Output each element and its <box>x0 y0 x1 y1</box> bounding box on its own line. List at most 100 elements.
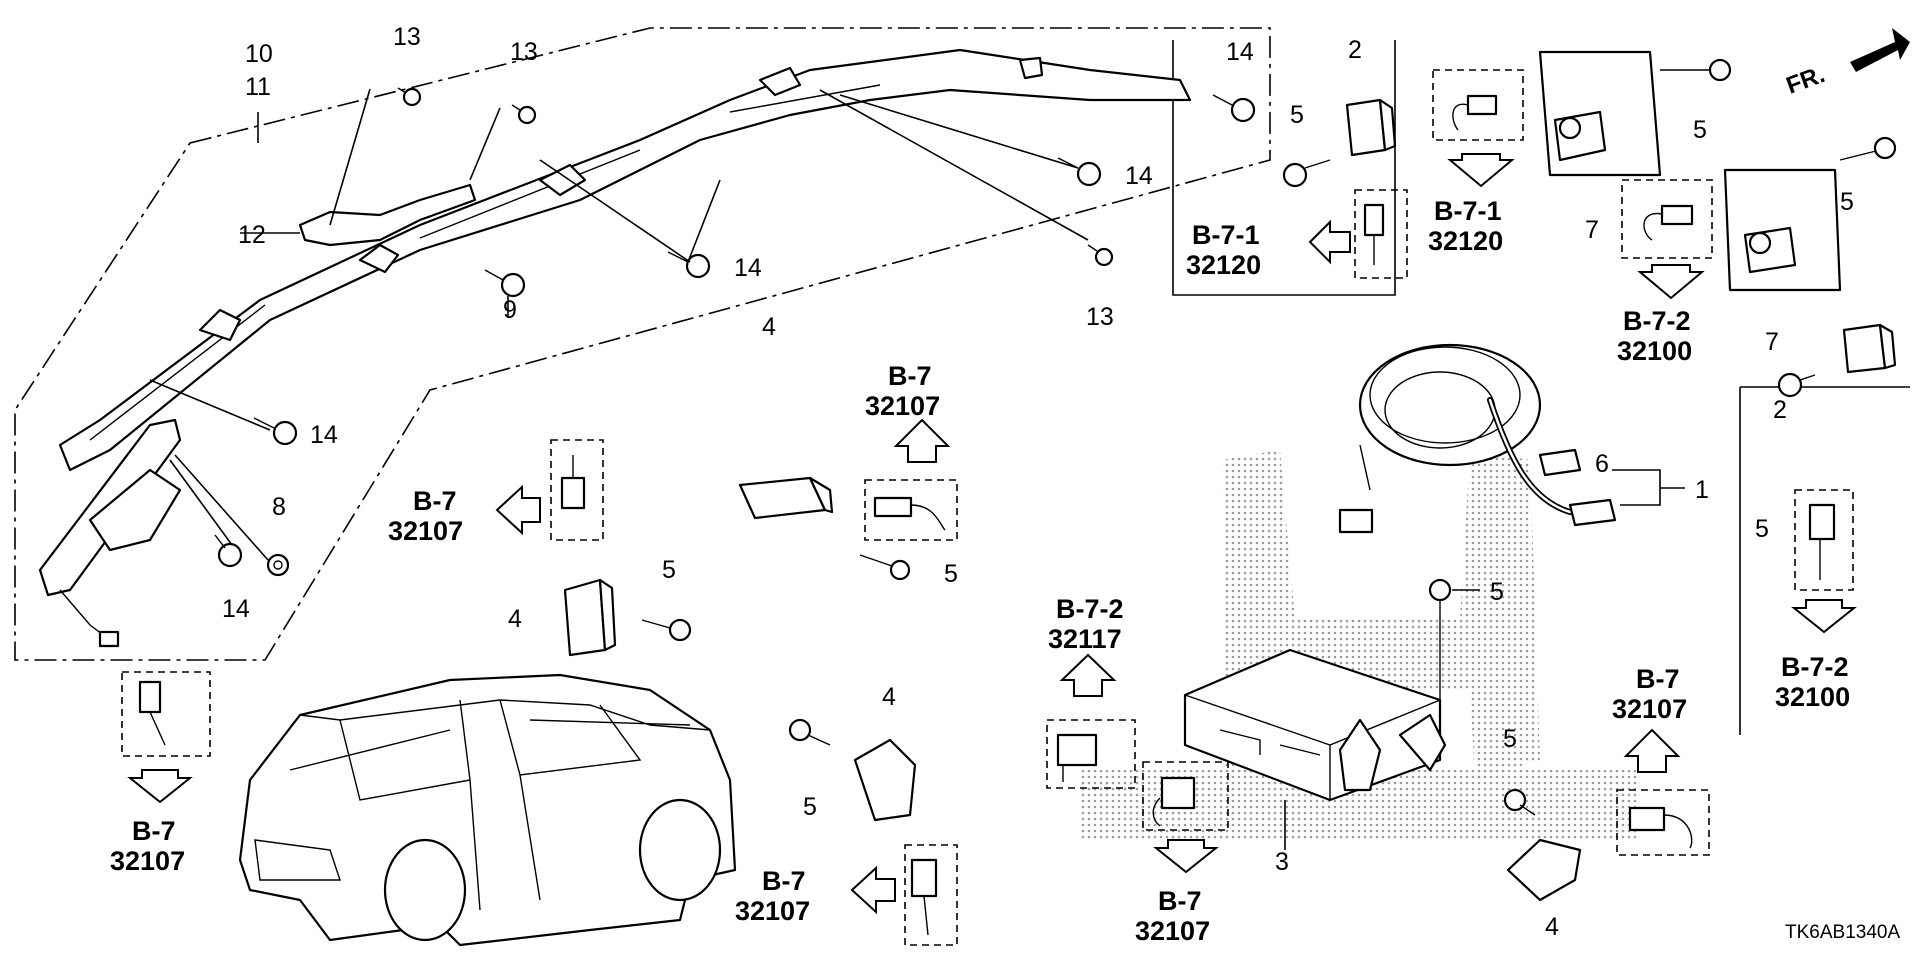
ref-number: 32100 <box>1617 336 1692 366</box>
ref-number: 32100 <box>1775 682 1850 712</box>
part-label-5: 5 <box>1503 725 1517 753</box>
front-label: FR. <box>1783 61 1829 100</box>
arrow-down-2 <box>1447 153 1515 188</box>
part-label-4: 4 <box>508 605 522 633</box>
connector-box-6 <box>121 671 211 757</box>
part-number-labels: 10 11 13 13 12 9 14 14 14 13 14 8 14 5 2… <box>222 23 1854 941</box>
ref-code: B-7 <box>413 486 457 516</box>
connector-box-10 <box>1616 789 1710 856</box>
ref-number: 32107 <box>110 846 185 876</box>
part-label-14: 14 <box>734 254 762 282</box>
ref-code: B-7 <box>888 361 932 391</box>
callout-bracket-1-6 <box>1612 469 1685 506</box>
part-label-2: 2 <box>1773 396 1787 424</box>
bolt-13c <box>1087 244 1114 267</box>
part-label-5: 5 <box>1490 578 1504 606</box>
ref-code: B-7-2 <box>1056 594 1124 624</box>
reference-labels: B-7-1 32120 B-7-1 32120 B-7-2 32100 B-7 … <box>110 196 1850 946</box>
arrow-down-6 <box>127 769 193 804</box>
bolt-5b <box>1777 372 1816 398</box>
arrow-up-7 <box>1059 653 1117 697</box>
connector-box-9 <box>904 844 958 946</box>
part-label-2: 2 <box>1348 36 1362 64</box>
arrow-down-8 <box>1153 839 1219 874</box>
ref-number: 32117 <box>1048 624 1122 654</box>
bolt-5a <box>1282 159 1331 188</box>
ref-code: B-7 <box>132 816 176 846</box>
part-label-14: 14 <box>1226 38 1254 66</box>
arrow-down-11 <box>1791 599 1857 634</box>
part-label-5: 5 <box>1840 188 1854 216</box>
part-label-5: 5 <box>944 560 958 588</box>
knee-airbag-module <box>38 418 182 648</box>
connector-box-2 <box>1432 69 1524 141</box>
curtain-airbag-assembly <box>58 48 1192 472</box>
ref-code: B-7-2 <box>1623 306 1691 336</box>
part-label-12: 12 <box>238 221 266 249</box>
airbag-group-boundary <box>14 27 1271 661</box>
part-label-14: 14 <box>310 421 338 449</box>
ref-number: 32120 <box>1428 226 1503 256</box>
ref-code: B-7 <box>762 866 806 896</box>
ref-code: B-7-2 <box>1781 652 1849 682</box>
clock-spring <box>1338 343 1617 534</box>
srs-control-unit <box>1183 578 1452 802</box>
ref-number: 32107 <box>865 391 940 421</box>
part-label-7: 7 <box>1765 328 1779 356</box>
part-label-5: 5 <box>1290 101 1304 129</box>
bolt-9 <box>484 269 526 298</box>
arrow-left-4 <box>495 484 541 536</box>
part-label-5: 5 <box>803 793 817 821</box>
connector-box-7 <box>1046 719 1136 789</box>
arrow-left-1 <box>1308 219 1351 265</box>
bracket <box>298 183 477 247</box>
part-label-5: 5 <box>1693 116 1707 144</box>
ref-number: 32120 <box>1186 250 1261 280</box>
connector-box-4 <box>550 439 604 541</box>
part-label-3: 3 <box>1275 848 1289 876</box>
part-label-14: 14 <box>222 595 250 623</box>
sensor-4c <box>788 718 917 822</box>
bolt-14c <box>667 251 711 279</box>
ref-number: 32107 <box>1612 694 1687 724</box>
part-label-14: 14 <box>1125 162 1153 190</box>
part-label-5: 5 <box>1755 515 1769 543</box>
part-label-6: 6 <box>1595 450 1609 478</box>
part-label-4: 4 <box>1545 913 1559 941</box>
nut-8 <box>266 553 290 577</box>
connector-box-1 <box>1354 189 1408 279</box>
part-label-11: 11 <box>245 73 271 101</box>
side-impact-sensor-7b <box>1723 136 1897 292</box>
ref-number: 32107 <box>388 516 463 546</box>
sensor-4d <box>1503 788 1582 902</box>
sensor-4a <box>738 476 911 581</box>
part-label-5: 5 <box>662 556 676 584</box>
ref-code: B-7-1 <box>1192 220 1260 250</box>
bolt-13a <box>397 87 422 107</box>
sensor-2-side <box>1842 323 1897 374</box>
vehicle-illustration <box>238 673 737 947</box>
part-label-13: 13 <box>510 38 538 66</box>
bolt-14b <box>1057 157 1102 187</box>
connector-box-3 <box>1621 179 1713 259</box>
arrow-up-10 <box>1623 728 1681 773</box>
bolt-13b <box>511 104 537 125</box>
arrow-left-9 <box>850 865 896 915</box>
bolt-14e <box>214 534 243 568</box>
sensor-4b <box>563 578 692 657</box>
part-label-4: 4 <box>882 683 896 711</box>
bolt-14d <box>253 417 298 446</box>
front-direction-indicator: FR. <box>1783 28 1910 100</box>
connector-box-8 <box>1142 761 1229 831</box>
side-reference-boundary <box>1739 386 1910 735</box>
sensor-2 <box>1345 98 1397 157</box>
diagram-code: TK6AB1340A <box>1785 922 1900 943</box>
side-impact-sensor-7a <box>1538 50 1732 177</box>
part-label-10: 10 <box>245 40 273 68</box>
part-label-1: 1 <box>1695 476 1709 504</box>
ref-code: B-7-1 <box>1434 196 1502 226</box>
part-label-8: 8 <box>272 493 286 521</box>
ref-number: 32107 <box>735 896 810 926</box>
ref-code: B-7 <box>1158 886 1202 916</box>
